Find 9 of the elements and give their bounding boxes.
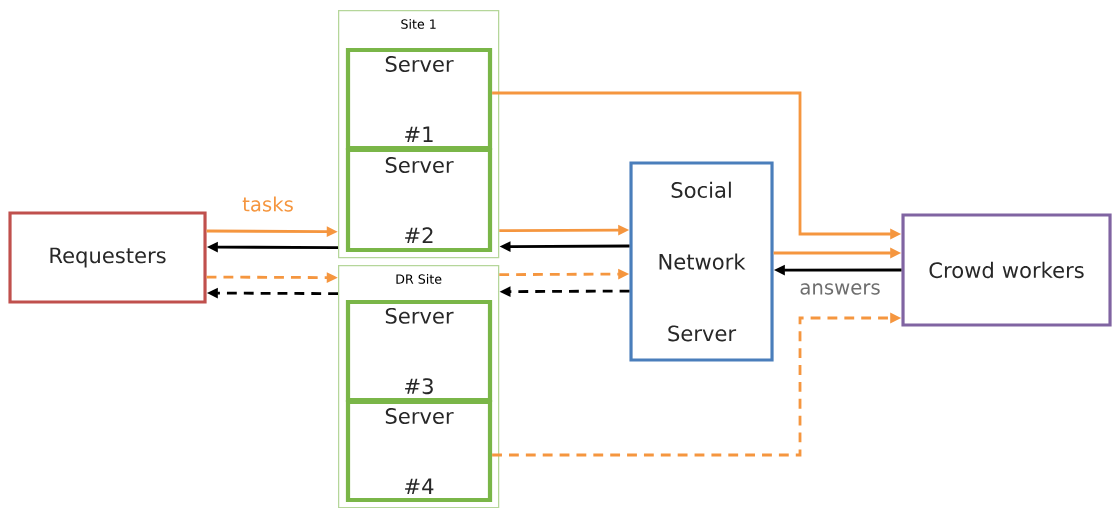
edge-label: answers <box>797 281 883 297</box>
server-box: Server #1 <box>345 47 493 151</box>
server-box: Server #4 <box>345 399 493 503</box>
server-box: Server #3 <box>345 299 493 403</box>
server-box: Social Network Server <box>629 161 774 362</box>
server-box: Server #2 <box>345 147 493 253</box>
actor-box: Crowd workers <box>901 213 1112 327</box>
actor-box: Requesters <box>8 211 207 304</box>
edge-label: tasks <box>240 195 296 213</box>
